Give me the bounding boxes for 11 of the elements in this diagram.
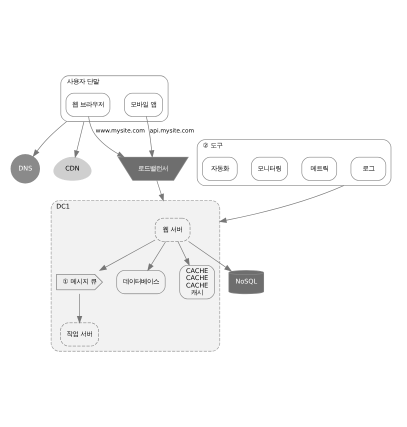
arrow <box>98 240 156 271</box>
arrow <box>178 241 190 266</box>
arrow <box>156 180 164 202</box>
arrow <box>188 241 232 272</box>
arrow <box>146 116 154 158</box>
arrow <box>147 241 166 272</box>
arrow <box>218 185 344 223</box>
arrow <box>76 294 82 324</box>
arrow <box>32 121 67 158</box>
arrow <box>74 121 84 158</box>
arrow <box>88 116 125 158</box>
